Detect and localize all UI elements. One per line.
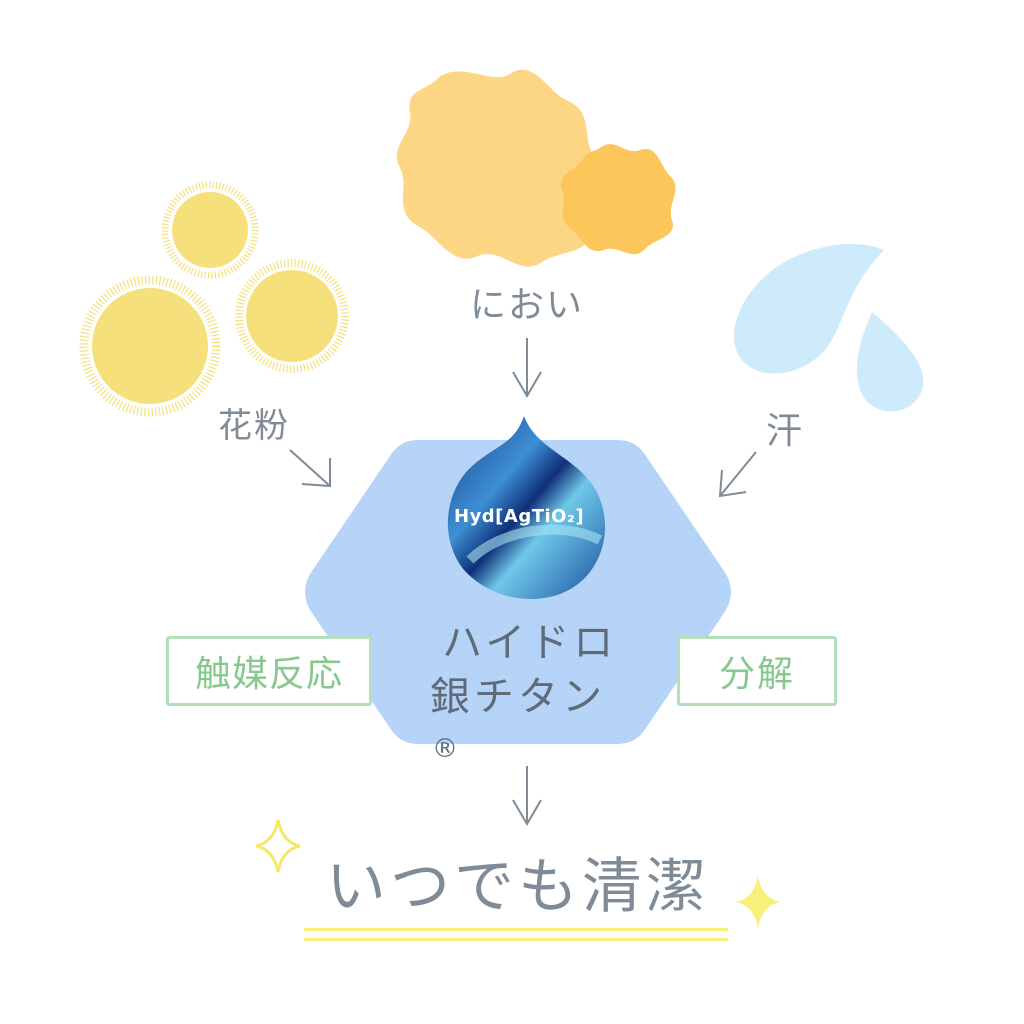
odor-blob-small <box>560 144 676 255</box>
product-name: ハイドロ 銀チタン ® <box>412 616 632 778</box>
result-underline <box>304 928 728 941</box>
label-odor: におい <box>470 285 585 326</box>
process-label-catalytic: 触媒反応 <box>194 654 343 695</box>
sweat-drop-large <box>734 244 884 374</box>
arrow-result <box>512 766 542 826</box>
product-name-line2: 銀チタン ® <box>430 670 632 778</box>
process-label-decompose: 分解 <box>718 654 795 695</box>
sweat-icon <box>734 244 924 412</box>
sweat-drop-small <box>856 312 924 412</box>
drop-label: Hyd[AgTiO₂] <box>454 506 585 527</box>
odor-blob-large <box>396 69 601 267</box>
pollen-icon <box>79 181 349 417</box>
odor-icon <box>396 69 676 267</box>
arrow-pollen <box>289 449 331 488</box>
label-sweat: 汗 <box>766 411 803 452</box>
pollen-grain-large <box>79 275 221 417</box>
process-box-catalytic: 触媒反応 <box>166 636 372 706</box>
sparkle-left-icon <box>255 819 301 873</box>
process-box-decompose: 分解 <box>677 636 837 706</box>
result-text: いつでも清潔 <box>326 852 710 922</box>
pollen-grain-small <box>161 181 259 279</box>
arrow-odor <box>512 338 542 398</box>
product-name-line1: ハイドロ <box>442 620 618 666</box>
arrow-sweat <box>718 451 757 498</box>
registered-mark: ® <box>432 734 462 764</box>
product-name-line2-text: 銀チタン <box>430 674 606 720</box>
pollen-grain-medium <box>235 259 349 373</box>
sparkle-right-icon <box>736 876 780 928</box>
label-pollen: 花粉 <box>218 406 290 446</box>
hydro-drop-icon <box>447 416 606 600</box>
